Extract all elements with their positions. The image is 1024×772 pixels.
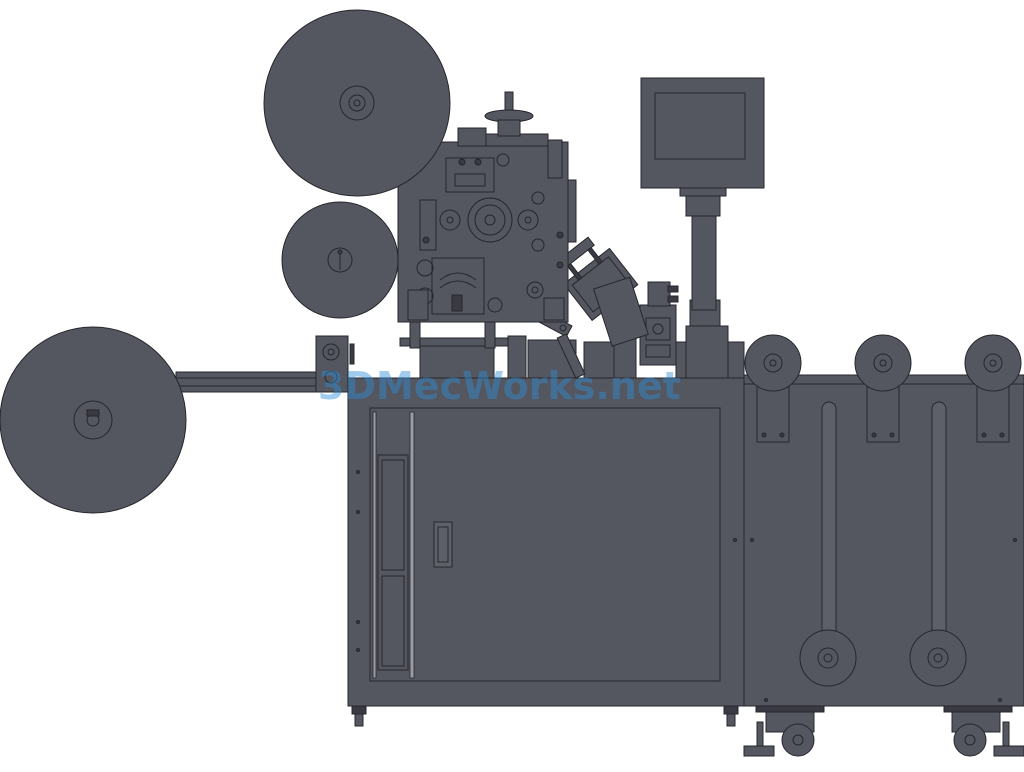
- leveling-foot-right: [723, 705, 739, 715]
- left-unwind-assembly: [0, 326, 355, 514]
- monitor-pole: [691, 209, 717, 311]
- main-cabinet-body: [347, 377, 745, 707]
- monitor-screen: [654, 92, 746, 160]
- upper-reels: [263, 9, 451, 319]
- dancer-slot-right: [931, 401, 947, 643]
- dancer-slot-left: [821, 401, 837, 643]
- leveling-foot-left: [351, 705, 367, 715]
- tension-roller-1: [744, 334, 802, 392]
- bottom-pulley-left: [799, 629, 857, 687]
- central-gear: [467, 197, 513, 243]
- left-unwind-reel: [0, 326, 187, 514]
- bottom-pulley-right: [909, 629, 967, 687]
- tension-cabinet: [743, 334, 1024, 757]
- tension-roller-3: [964, 334, 1022, 392]
- unwind-arm: [175, 371, 322, 393]
- caster-left: [743, 705, 825, 757]
- control-panel: [640, 77, 765, 379]
- touch-screen-monitor: [640, 77, 765, 189]
- central-head: [397, 91, 577, 323]
- upper-large-reel: [263, 9, 451, 197]
- tension-roller-2: [854, 334, 912, 392]
- cabinet-door-handle: [433, 521, 453, 568]
- watermark-text: 3DMecWorks.net: [318, 364, 681, 408]
- caster-right: [943, 705, 1024, 757]
- main-cabinet: [347, 377, 745, 727]
